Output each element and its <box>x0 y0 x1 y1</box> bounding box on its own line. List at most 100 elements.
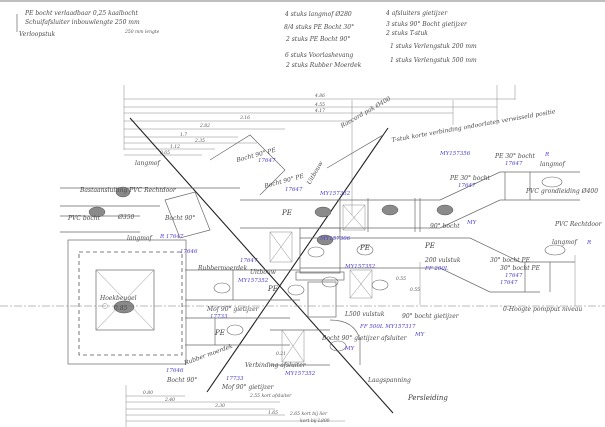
sketch-label: 3.16 <box>240 115 250 121</box>
note-line: 3 stuks 90° Bocht gietijzer <box>386 21 468 28</box>
dimensions-right: 0.55 <box>410 255 576 306</box>
sketch-label: Hoekbeugel <box>99 295 137 302</box>
note-line: 250 mm lengte <box>124 29 160 35</box>
sketch-label: langmof <box>552 239 579 246</box>
sketch-label: 2.40 <box>164 397 175 403</box>
sketch-label: L500 vulstuk <box>344 311 385 318</box>
dimensions-bottom: 0.80 2.40 2.55 kort afsluiter 3.30 1.65 … <box>125 385 345 427</box>
sketch-label: langmof <box>127 235 154 242</box>
notes-left: PE bocht verlaadbaar 0,25 kaalbocht Schu… <box>16 10 160 38</box>
notes-right: 4 afsluiters gietijzer 3 stuks 90° Bocht… <box>385 10 477 64</box>
sketch-label: 17646 <box>180 249 198 255</box>
note-line: 6 stuks Voorlashevang <box>285 52 353 59</box>
note-line: 1 stuks Verlengstuk 200 mm <box>390 43 477 50</box>
sketch-label: 30° bocht PE <box>500 265 541 272</box>
sketch-label: 17647 <box>285 187 303 193</box>
sketch-label: FF 200L <box>424 266 449 272</box>
sketch-label: MY <box>414 332 426 338</box>
sketch-label: langmof <box>135 160 162 167</box>
note-line: 1 stuks Verlengstuk 500 mm <box>390 57 477 64</box>
sketch-label: 0.85 <box>114 305 128 312</box>
sketch-label: 0.55 <box>396 276 406 282</box>
sketch-label: FF 500L MY157317 <box>359 324 416 330</box>
label-pvc-rechtdoor: PVC Rechtdoor <box>554 221 603 228</box>
duct-runs <box>60 134 580 366</box>
sketch-label: Ø350 <box>117 214 135 221</box>
note-line: Schuifafsluiter inbouwlengte 250 mm <box>25 19 140 26</box>
label-pvc-grondleiding: PVC grondleiding Ø400 <box>525 188 598 195</box>
sketch-label: PE <box>281 209 292 217</box>
sketch-label: langmof <box>540 161 567 168</box>
sketch-label: Mof 90° gietijzer <box>206 306 260 313</box>
sketch-label: 1.12 <box>170 144 180 150</box>
sketch-label: Verbinding afsluiter <box>245 362 307 369</box>
sketch-label: 1.7 <box>180 132 187 138</box>
sketch-label: 17647 <box>505 273 523 279</box>
note-line: PE bocht verlaadbaar 0,25 kaalbocht <box>24 10 138 17</box>
note-line: 2 stuks Rubber Moerdek <box>285 62 362 69</box>
sketch-label: Uitbouw <box>250 269 277 276</box>
sketch-label: MY157352 <box>319 191 351 197</box>
sketch-label: 0.80 <box>143 390 153 396</box>
note-line: Verloopstuk <box>19 31 56 38</box>
sketch-label: 1.65 <box>268 410 278 416</box>
sketch-label: 17647 <box>240 258 258 264</box>
sketch-label: 2.65 kort bij lier <box>289 411 328 417</box>
sketch-label: 90° bocht gietijzer <box>402 313 460 320</box>
note-line: 8/4 stuks PE Bocht 30° <box>284 24 354 31</box>
note-line: 2 stuks T-stuk <box>385 30 428 37</box>
sketch-label: 17733 <box>210 314 228 320</box>
sketch-label: 17647 <box>458 183 476 189</box>
sketch-label: 2.55 kort afsluiter <box>249 393 292 399</box>
sketch-label: PE 30° bocht <box>449 175 491 182</box>
sketch-label: Laagspanning <box>367 377 411 384</box>
sketch-label: 90° bocht <box>430 223 460 230</box>
sketch-label: MY157352 <box>284 371 316 377</box>
sketch-label: MY157306 <box>319 236 351 242</box>
sketch-label: 4.86 <box>314 93 325 99</box>
sketch-label: PE <box>267 285 278 293</box>
sketch-label: 2.35 <box>194 138 205 144</box>
sketch-label: MY <box>466 220 478 226</box>
sketch-label: 4.55 <box>314 102 325 108</box>
sketch-label: MY157352 <box>344 264 376 270</box>
raccord-leader <box>326 134 384 169</box>
note-line: 2 stuks PE Bocht 90° <box>285 36 350 43</box>
sketch-label: 3.30 <box>215 403 225 409</box>
sketch-label: PVC bocht <box>67 215 101 222</box>
sketch-label: PE <box>424 242 435 250</box>
sketch-label: 2.82 <box>199 123 210 129</box>
sketch-label: R 17647 <box>159 234 184 240</box>
sketch-label: 17646 <box>166 368 184 374</box>
note-line: 4 afsluiters gietijzer <box>385 10 448 17</box>
sketch-label: 17647 <box>505 161 523 167</box>
sketch-label: 17733 <box>226 376 244 382</box>
sketch-label: Bocht 90° <box>166 377 197 384</box>
sketch-label: 0.65 <box>160 150 170 156</box>
sketch-label: Bocht 90° <box>164 215 195 222</box>
sketch-label: 17647 <box>258 158 276 164</box>
sketch-label: kort bij L800 <box>300 418 330 424</box>
cross-line-a <box>129 117 394 414</box>
sketch-label: Bocht 90° gietijzer afsluiter <box>321 335 408 342</box>
sketch-label: R <box>544 152 549 158</box>
notes-middle: 4 stuks langmof Ø280 8/4 stuks PE Bocht … <box>284 11 362 69</box>
sketch-label: MY157356 <box>439 151 471 157</box>
sketch-label: MY157352 <box>237 278 269 284</box>
pump-pit <box>0 239 605 365</box>
note-line: 4 stuks langmof Ø280 <box>284 11 352 18</box>
sketch-label: 0-Hoogte pompput niveau <box>503 306 582 313</box>
sketch-label: 17647 <box>500 280 518 286</box>
sketch-label: Mof 90° gietijzer <box>221 384 275 391</box>
sketch-label: Rubbermoerdek <box>197 265 248 272</box>
sketch-label: PE <box>359 244 370 252</box>
sketch-label: R <box>586 240 591 246</box>
sketch-label: 30° bocht PE <box>490 257 531 264</box>
cross-line-b <box>206 127 389 393</box>
sketch-label: PE 30° bocht <box>494 153 536 160</box>
sketch-label: 4.17 <box>314 108 325 114</box>
sketch-label: MY <box>344 346 356 352</box>
sketch-label: Bastaansluiting PVC Rechtdoor <box>79 187 177 194</box>
sketch-label: 0.21 <box>276 351 286 357</box>
